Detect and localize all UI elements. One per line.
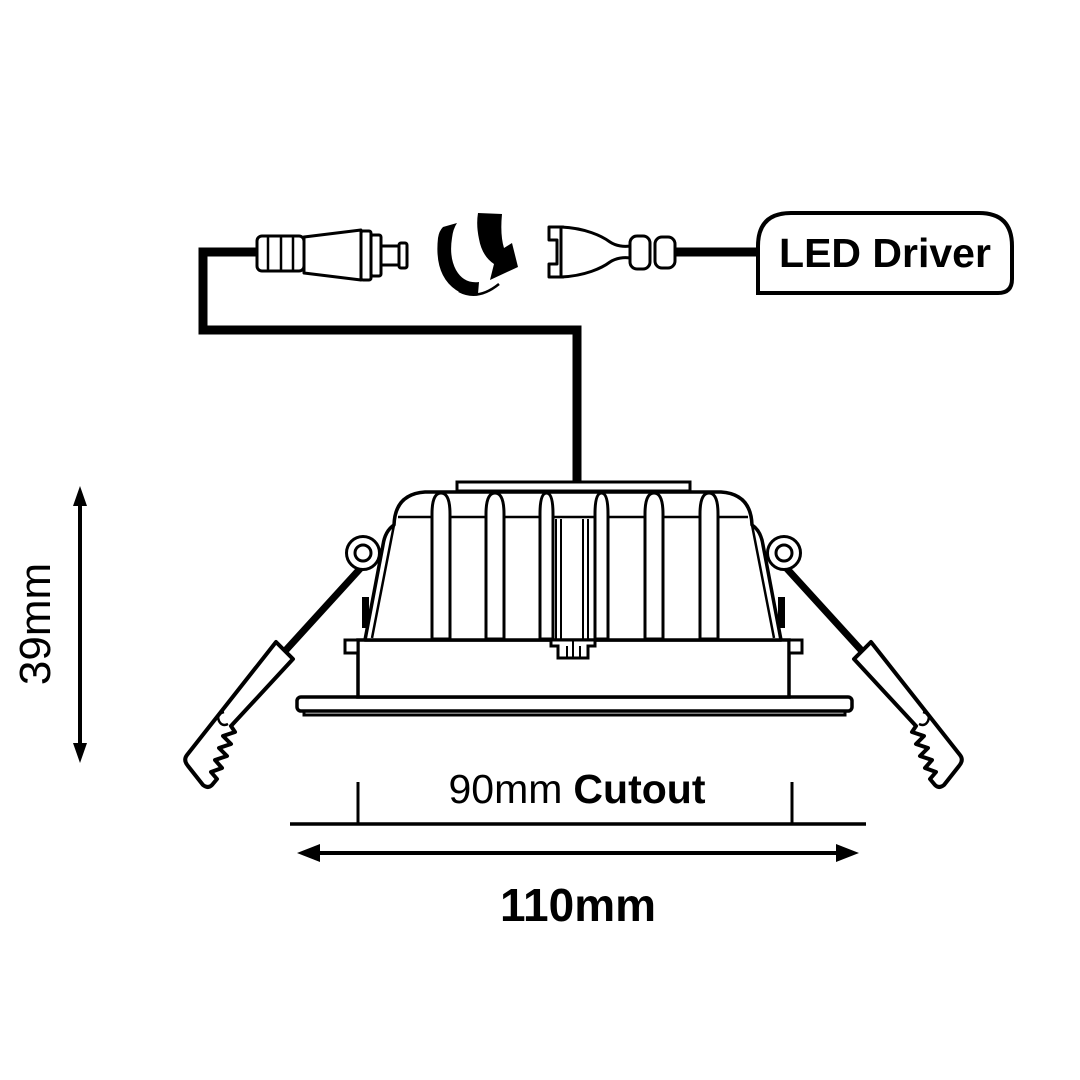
male-connector bbox=[255, 228, 409, 282]
twist-arrow-icon bbox=[437, 213, 518, 296]
main-cable bbox=[198, 247, 582, 486]
arrowhead-right-icon bbox=[836, 844, 859, 862]
trim-flange bbox=[295, 695, 854, 713]
led-driver: LED Driver bbox=[756, 211, 1014, 295]
spring-boss-right bbox=[787, 638, 804, 655]
spring-slot-left bbox=[362, 597, 369, 628]
female-connector bbox=[547, 225, 677, 279]
arrowhead-down-icon bbox=[73, 743, 87, 763]
dimension-width: 110mm bbox=[297, 844, 859, 931]
heatsink-fins bbox=[430, 491, 720, 641]
spring-boss-left bbox=[343, 638, 360, 655]
led-driver-label: LED Driver bbox=[779, 230, 991, 276]
arrowhead-up-icon bbox=[73, 486, 87, 506]
arrowhead-left-icon bbox=[297, 844, 320, 862]
spring-slot-right bbox=[778, 597, 785, 628]
fixture-top-plate bbox=[455, 480, 692, 493]
led-driver-box bbox=[756, 211, 1014, 295]
connector-body bbox=[559, 225, 632, 279]
connector-barrel bbox=[302, 228, 363, 282]
spring-clip-right bbox=[768, 537, 962, 788]
width-dimension-label: 110mm bbox=[500, 879, 656, 931]
heatsink-body bbox=[363, 490, 783, 642]
dimension-height: 39mm bbox=[11, 486, 87, 763]
spring-clip-left bbox=[185, 537, 379, 788]
downlight-fixture bbox=[295, 480, 854, 717]
height-dimension-label: 39mm bbox=[11, 563, 60, 685]
